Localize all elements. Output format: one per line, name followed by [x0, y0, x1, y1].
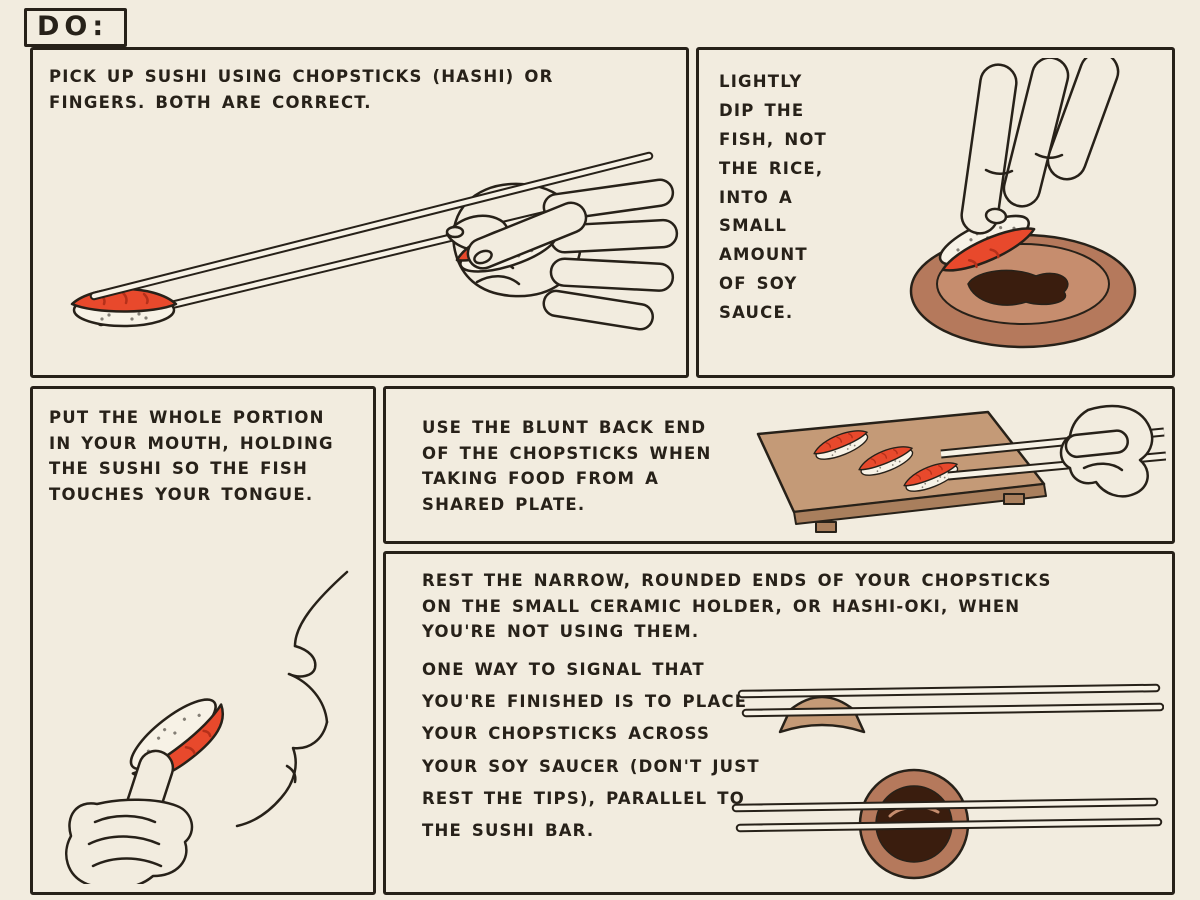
finger — [960, 63, 1018, 235]
thumb — [466, 201, 588, 270]
finger-crease — [87, 835, 161, 846]
chopstick — [737, 683, 1161, 699]
panel-mouth-caption: PUT THE WHOLE PORTION IN YOUR MOUTH, HOL… — [49, 408, 334, 504]
panel-signal-caption: ONE WAY TO SIGNAL THAT YOU'RE FINISHED I… — [422, 660, 760, 840]
thumb-nail — [473, 249, 493, 265]
chopstick — [735, 817, 1163, 833]
face-profile — [235, 570, 349, 828]
mouth-opening — [287, 672, 329, 724]
palm — [65, 798, 194, 884]
finger — [1046, 58, 1120, 181]
soy-puddle — [967, 269, 1069, 306]
knuckle-crease — [984, 168, 1014, 175]
panel-shared-caption: USE THE BLUNT BACK END OF THE CHOPSTICKS… — [422, 418, 712, 514]
finger — [542, 289, 654, 331]
illustration-sushi-to-mouth — [65, 570, 349, 884]
tray-foot — [815, 521, 837, 533]
chopstick — [89, 151, 654, 301]
chopstick — [741, 702, 1164, 718]
page-title: DO: — [37, 11, 109, 42]
panel-pick-up-caption: PICK UP SUSHI USING CHOPSTICKS (HASHI) O… — [49, 67, 554, 112]
nose-line — [293, 570, 349, 648]
finger-crease — [93, 814, 157, 824]
holding-hand — [65, 749, 194, 884]
illustration-dip-fish — [909, 58, 1137, 349]
panel-shared-plate: USE THE BLUNT BACK END OF THE CHOPSTICKS… — [383, 386, 1175, 544]
finger — [549, 257, 675, 292]
lower-lip-chin — [235, 720, 329, 828]
chin-crease — [285, 764, 297, 784]
illustration-chopsticks-on-saucer — [731, 768, 1163, 880]
illustration-shared-plate — [756, 404, 1166, 533]
panel-dip-caption: LIGHTLY DIP THE FISH, NOT THE RICE, INTO… — [719, 72, 828, 322]
thumb-nail — [445, 225, 465, 239]
dipping-fingers — [960, 58, 1120, 235]
hand-with-fingers — [451, 178, 679, 331]
sushi-nigiri — [70, 287, 178, 328]
finger — [1002, 58, 1070, 208]
thumb — [1064, 429, 1129, 459]
finger-nail — [984, 207, 1008, 225]
finger-crease — [1082, 462, 1124, 472]
gripping-hand — [1059, 404, 1154, 498]
do-title-box: DO: — [24, 8, 128, 47]
chopstick — [731, 797, 1159, 813]
panel-dip-fish: LIGHTLY DIP THE FISH, NOT THE RICE, INTO… — [696, 47, 1175, 378]
panel-pick-up-sushi: PICK UP SUSHI USING CHOPSTICKS (HASHI) O… — [30, 47, 689, 378]
finger-crease — [91, 857, 163, 868]
panel-whole-portion: PUT THE WHOLE PORTION IN YOUR MOUTH, HOL… — [30, 386, 376, 895]
finger-crease — [475, 275, 521, 286]
knuckle-crease — [1034, 152, 1064, 159]
panel-rest-chopsticks: REST THE NARROW, ROUNDED ENDS OF YOUR CH… — [383, 551, 1175, 895]
illustration-pick-up-sushi — [70, 151, 679, 331]
tray-foot — [1003, 493, 1025, 505]
illustration-hashi-oki — [737, 683, 1164, 734]
upper-lip — [287, 644, 317, 678]
panel-rest-caption: REST THE NARROW, ROUNDED ENDS OF YOUR CH… — [422, 571, 1052, 642]
